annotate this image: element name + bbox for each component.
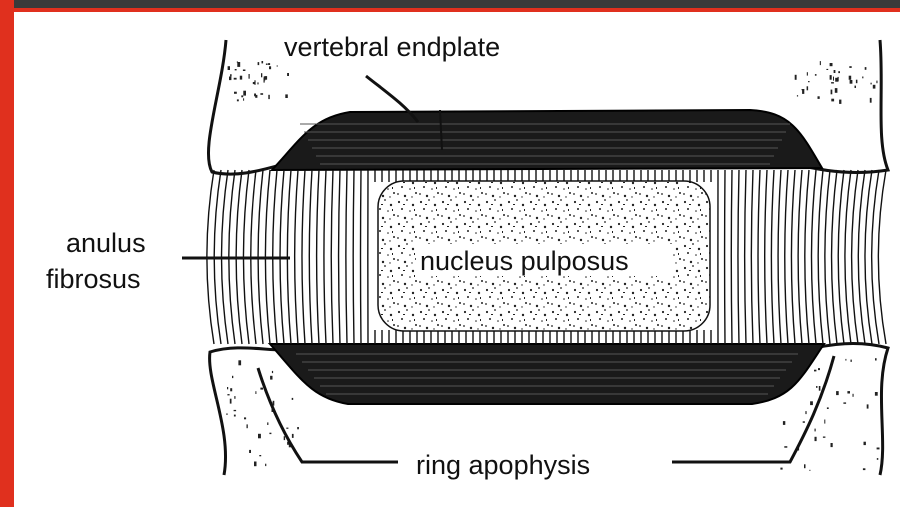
- top-border: [14, 8, 900, 12]
- label-ring-apophysis: ring apophysis: [416, 450, 590, 480]
- label-fibrosus: fibrosus: [46, 264, 141, 294]
- label-anulus: anulus: [66, 228, 146, 258]
- left-border: [0, 0, 14, 507]
- label-vertebral-endplate: vertebral endplate: [284, 32, 500, 62]
- lower-endplate: [270, 344, 824, 404]
- label-nucleus-pulposus: nucleus pulposus: [420, 246, 629, 276]
